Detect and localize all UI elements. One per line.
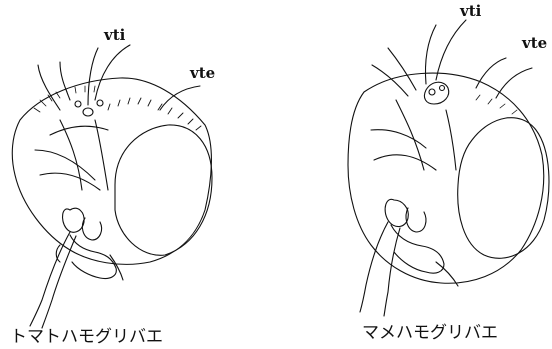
right-species-caption: マメハモグリバエ	[362, 318, 498, 343]
ocellar-bristle	[388, 48, 416, 90]
vte-label-right: vte	[522, 34, 547, 52]
vti-bristle	[88, 48, 98, 105]
vte-bristle	[160, 86, 200, 110]
compound-eye	[115, 125, 212, 255]
arista	[42, 236, 76, 328]
head-outline	[348, 73, 544, 283]
ocellar-bristle	[372, 65, 408, 96]
mouthparts	[70, 235, 116, 279]
frons-line	[95, 120, 108, 190]
vti-bristle	[95, 45, 130, 100]
ocellus	[97, 100, 103, 106]
antenna	[385, 199, 408, 226]
eye-dorsal-hairs	[108, 98, 201, 130]
ocellus	[440, 86, 445, 91]
compound-eye	[458, 118, 549, 259]
ocellus	[83, 108, 93, 116]
frons-line	[50, 126, 108, 135]
vti-label-left: vti	[104, 26, 125, 44]
ocellus	[429, 89, 435, 95]
head-outline	[12, 78, 211, 264]
vte-bristle	[476, 58, 506, 88]
vti-label-right: vti	[460, 2, 481, 20]
frons-line	[371, 130, 426, 148]
frons-line	[374, 155, 436, 170]
right-fly-head-drawing	[276, 0, 552, 349]
antenna	[82, 218, 101, 240]
vte-label-left: vte	[190, 64, 215, 82]
vti-bristle	[436, 20, 466, 80]
arista	[384, 228, 400, 316]
frons-line	[396, 100, 424, 170]
frons-line	[60, 120, 82, 190]
ocellar-bristle	[60, 62, 70, 100]
antenna	[63, 208, 85, 232]
antenna	[406, 208, 426, 232]
frons-line	[446, 110, 456, 170]
ocellus	[75, 101, 81, 107]
vti-bristle	[425, 25, 436, 84]
left-fly-head-drawing	[0, 0, 276, 349]
ocellar-bristle	[38, 65, 60, 110]
gena-line	[110, 255, 123, 280]
ocellar-triangle	[424, 82, 448, 104]
frons-line	[35, 150, 95, 180]
left-species-caption: トマトハモグリバエ	[10, 322, 163, 347]
